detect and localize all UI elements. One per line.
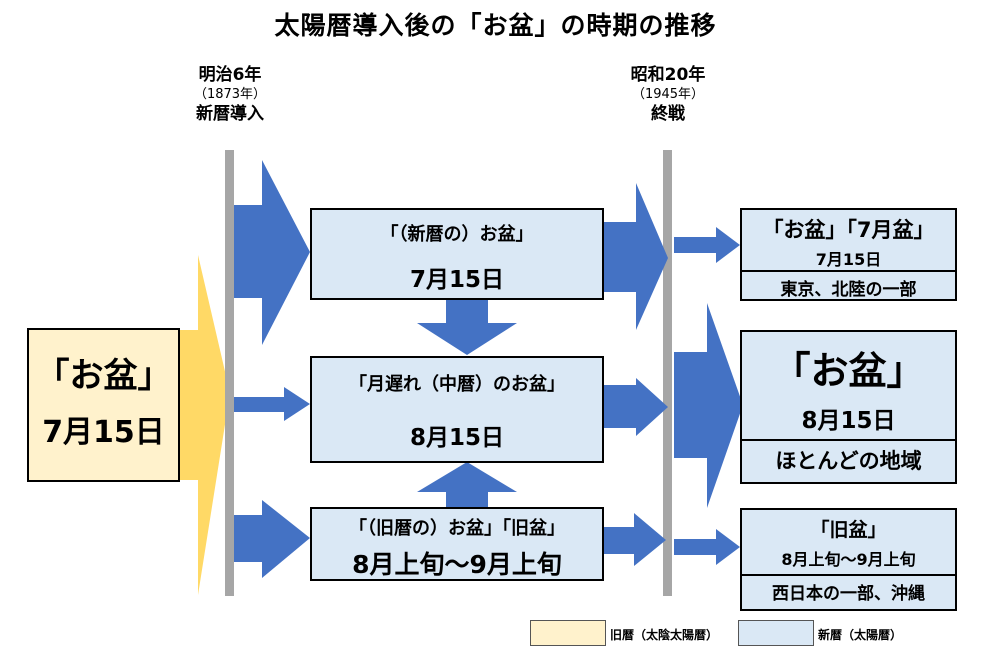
yellow-arrow xyxy=(180,255,230,595)
arrow-to-shinreki xyxy=(234,160,310,345)
right-bot-name: 「旧盆」 xyxy=(810,519,887,541)
arrow-shinreki-down xyxy=(417,300,517,355)
right-mid-region: ほとんどの地域 xyxy=(742,439,955,475)
tsukiokure-name: 「月遅れ（中暦）のお盆」 xyxy=(349,374,565,395)
meiji-year: （1873年） xyxy=(193,86,267,102)
right-top-region: 東京、北陸の一部 xyxy=(742,270,955,300)
origin-date: 7月15日 xyxy=(42,415,165,450)
arrow-to-right-bot xyxy=(674,529,740,565)
right-top-box: 「お盆」「7月盆」 7月15日 東京、北陸の一部 xyxy=(740,208,957,301)
arrow-kyureki-up xyxy=(417,462,517,507)
right-top-date: 7月15日 xyxy=(815,250,882,269)
diagram-title: 太陽暦導入後の「お盆」の時期の推移 xyxy=(274,11,717,40)
meiji-era: 明治6年 xyxy=(198,65,262,85)
right-bot-region: 西日本の一部、沖縄 xyxy=(742,574,955,604)
arrow-kyureki-to-showa xyxy=(603,513,666,566)
origin-name: 「お盆」 xyxy=(35,356,172,396)
right-bot-date: 8月上旬～9月上旬 xyxy=(781,550,916,569)
timeline-bar-showa xyxy=(663,150,672,596)
showa-year: （1945年） xyxy=(631,86,705,102)
shinreki-date: 7月15日 xyxy=(409,267,504,293)
kyureki-box: 「（旧暦の）お盆」「旧盆」 8月上旬～9月上旬 xyxy=(310,507,604,581)
right-mid-box: 「お盆」 8月15日 ほとんどの地域 xyxy=(740,330,957,484)
legend-label-new: 新暦（太陽暦） xyxy=(818,628,903,642)
tsukiokure-box: 「月遅れ（中暦）のお盆」 8月15日 xyxy=(310,356,604,463)
showa-era: 昭和20年 xyxy=(630,65,706,85)
arrow-to-kyureki xyxy=(234,500,310,578)
timeline-label-meiji: 明治6年 （1873年） 新暦導入 xyxy=(168,66,292,124)
tsukiokure-date: 8月15日 xyxy=(409,425,504,451)
kyureki-name: 「（旧暦の）お盆」「旧盆」 xyxy=(349,518,565,539)
meiji-event: 新暦導入 xyxy=(196,103,264,124)
timeline-bar-meiji xyxy=(225,150,234,596)
shinreki-box: 「（新暦の）お盆」 7月15日 xyxy=(310,208,604,300)
right-top-name: 「お盆」「7月盆」 xyxy=(762,218,935,242)
arrow-shinreki-to-showa xyxy=(603,183,668,330)
arrow-tsukiokure-to-showa xyxy=(603,378,668,436)
legend-swatch-new xyxy=(738,620,814,646)
shinreki-name: 「（新暦の）お盆」 xyxy=(380,224,534,245)
right-bot-box: 「旧盆」 8月上旬～9月上旬 西日本の一部、沖縄 xyxy=(740,508,957,611)
kyureki-date: 8月上旬～9月上旬 xyxy=(352,550,562,579)
right-mid-date: 8月15日 xyxy=(801,408,896,434)
legend-label-old: 旧暦（太陰太陽暦） xyxy=(610,628,719,642)
arrow-to-right-mid xyxy=(674,303,743,508)
timeline-label-showa: 昭和20年 （1945年） 終戦 xyxy=(606,66,730,124)
right-mid-name: 「お盆」 xyxy=(772,349,925,393)
arrow-to-tsukiokure xyxy=(234,387,310,421)
origin-box: 「お盆」 7月15日 xyxy=(27,328,180,482)
legend-swatch-old xyxy=(530,620,606,646)
arrow-to-right-top xyxy=(674,227,740,263)
showa-event: 終戦 xyxy=(651,103,685,124)
